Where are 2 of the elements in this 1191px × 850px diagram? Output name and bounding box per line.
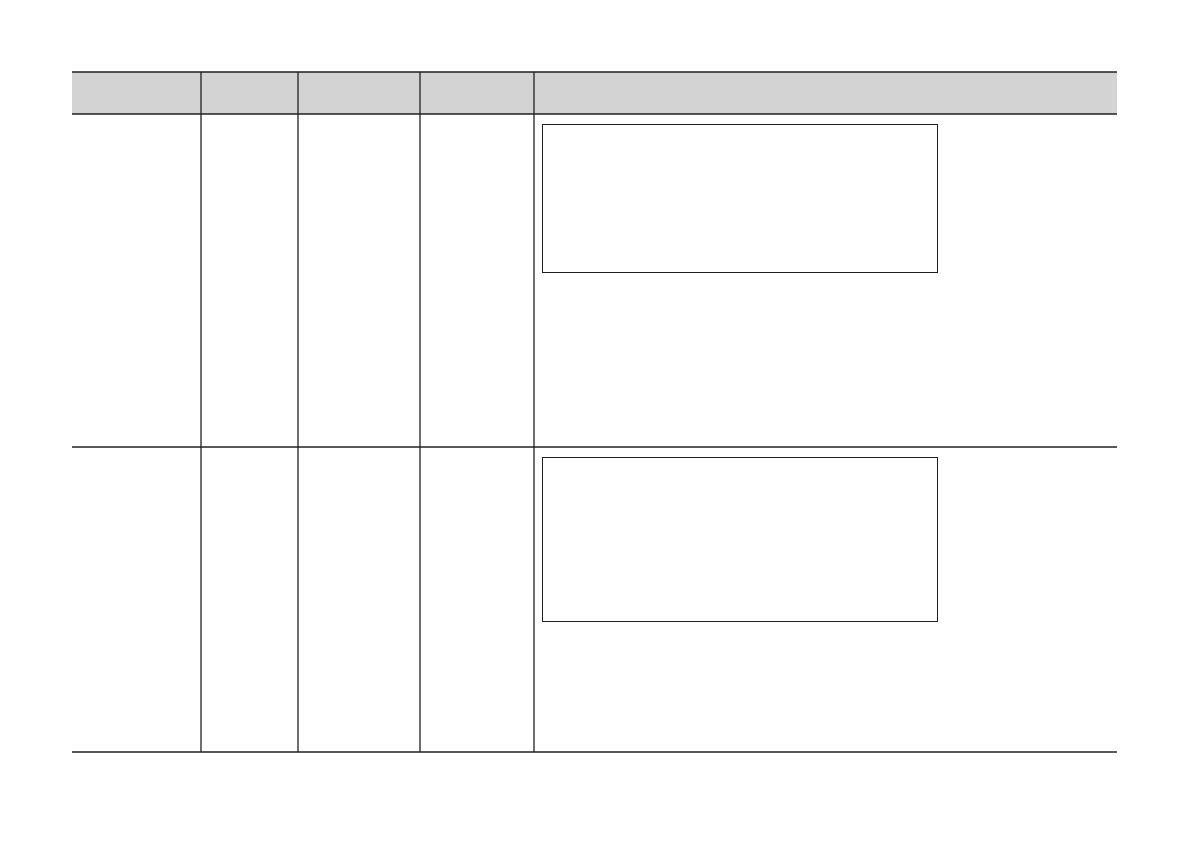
empty-box — [542, 124, 938, 273]
empty-box — [542, 457, 938, 622]
